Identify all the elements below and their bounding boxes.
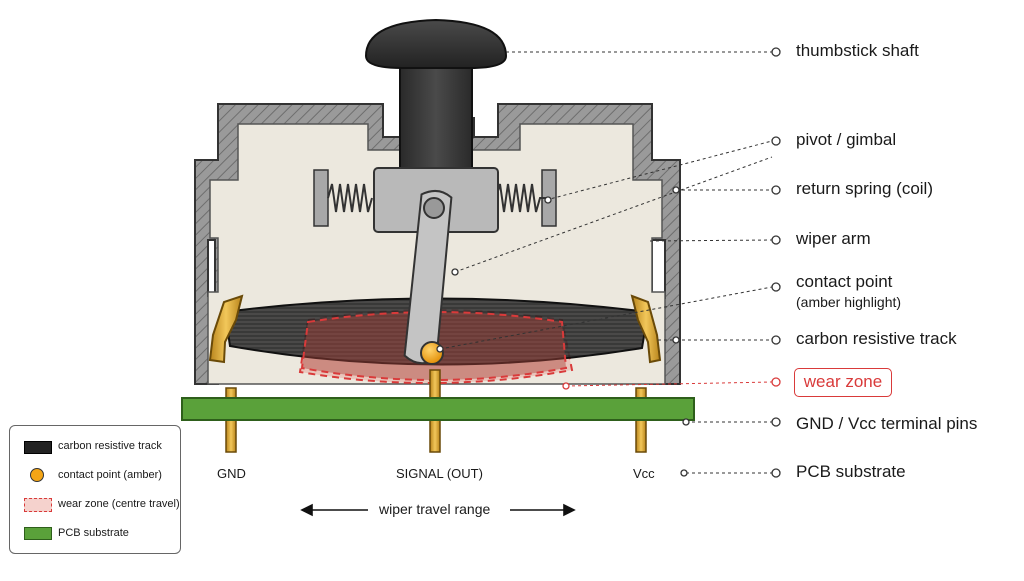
callout-terminal-pins: GND / Vcc terminal pins [796, 414, 978, 433]
callout-wiper-arm: wiper arm [796, 229, 871, 248]
legend-item-wear: wear zone (centre travel) [10, 495, 182, 515]
pcb-substrate [181, 397, 695, 421]
legend-item-pcb: PCB substrate [10, 524, 182, 544]
callout-contact-point-note: (amber highlight) [796, 294, 902, 310]
legend-item-contact: contact point (amber) [10, 466, 182, 486]
legend-swatch-wear [24, 498, 52, 512]
travel-arrow [300, 503, 576, 517]
callout-thumbstick-shaft: thumbstick shaft [796, 41, 919, 60]
callout-wear-zone: wear zone [794, 368, 892, 397]
callout-carbon-track: carbon resistive track [796, 329, 957, 348]
callout-pivot-gimbal: pivot / gimbal [796, 130, 897, 149]
callout-return-spring: return spring (coil) [796, 179, 933, 198]
vcc-end-terminal [630, 294, 662, 364]
legend-item-carbon: carbon resistive track [10, 437, 182, 457]
gnd-end-terminal [208, 294, 244, 364]
pin-label-signal: SIGNAL (OUT) [396, 466, 483, 481]
legend-swatch-contact [30, 468, 44, 482]
thumbstick-shaft [399, 55, 473, 175]
contact-point [420, 341, 444, 365]
legend-swatch-pcb [24, 527, 52, 540]
callout-pcb-substrate: PCB substrate [796, 462, 906, 481]
legend-swatch-carbon [24, 441, 52, 454]
thumbstick-knob [364, 18, 508, 69]
pin-label-vcc: Vcc [633, 466, 655, 481]
pivot-pin [423, 197, 445, 219]
pin-label-gnd: GND [217, 466, 246, 481]
callout-contact-point: contact point [796, 272, 893, 291]
legend: carbon resistive track contact point (am… [9, 425, 181, 554]
return-spring-left [313, 169, 373, 227]
travel-range-label: wiper travel range [379, 501, 491, 517]
